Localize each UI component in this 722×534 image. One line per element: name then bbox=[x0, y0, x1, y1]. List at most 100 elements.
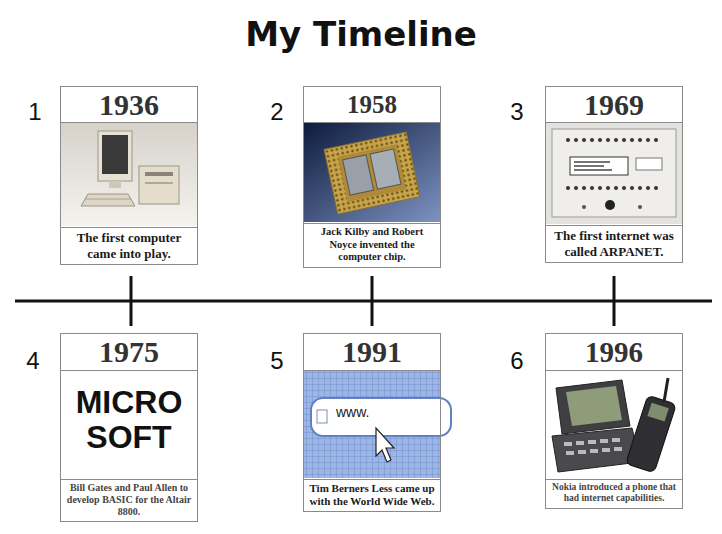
browser-picture bbox=[376, 428, 394, 462]
caption-text: Nokia introduced a phone that had intern… bbox=[546, 479, 682, 508]
imp-picture bbox=[574, 161, 610, 163]
caption-text: Bill Gates and Paul Allen to develop BAS… bbox=[61, 479, 197, 521]
chip-picture bbox=[303, 122, 441, 222]
imp-picture bbox=[654, 186, 658, 190]
imp-picture bbox=[582, 138, 586, 142]
timeline-axis bbox=[371, 276, 374, 326]
timeline-axis bbox=[130, 276, 133, 326]
computer-picture bbox=[145, 172, 173, 176]
caption-text: The first internet was called ARPANET. bbox=[546, 225, 682, 262]
imp-picture bbox=[574, 169, 612, 171]
phone-picture bbox=[602, 448, 610, 452]
chip-picture bbox=[303, 122, 441, 222]
year-label: 1969 bbox=[546, 87, 682, 123]
imp-picture bbox=[582, 186, 586, 190]
picture-slot bbox=[304, 123, 440, 223]
imp-picture bbox=[598, 186, 602, 190]
picture-slot: MICRO SOFT bbox=[61, 371, 197, 479]
phone-picture bbox=[552, 378, 676, 473]
imp-picture bbox=[636, 158, 662, 170]
phone-picture bbox=[664, 378, 668, 402]
timeline-card: 1958Jack Kilby and Robert Noyce invented… bbox=[303, 86, 441, 268]
chip-picture bbox=[370, 149, 401, 189]
picture-slot bbox=[546, 123, 682, 225]
imp-picture bbox=[590, 186, 594, 190]
computer-picture bbox=[86, 199, 131, 200]
phone-picture bbox=[600, 439, 608, 443]
browser-picture bbox=[317, 410, 327, 423]
imp-picture bbox=[638, 186, 642, 190]
imp-picture bbox=[590, 138, 594, 142]
phone-picture bbox=[564, 442, 572, 446]
diagram-title: My Timeline bbox=[0, 14, 722, 55]
address-text: www. bbox=[336, 404, 396, 421]
phone-picture bbox=[552, 428, 640, 472]
phone-picture bbox=[588, 440, 596, 444]
imp-picture bbox=[605, 200, 615, 210]
picture-slot: www. bbox=[304, 371, 440, 479]
imp-picture bbox=[622, 186, 626, 190]
browser-picture bbox=[311, 398, 451, 436]
imp-picture bbox=[545, 122, 683, 224]
year-label: 1996 bbox=[546, 334, 682, 371]
computer-picture bbox=[139, 166, 179, 204]
timeline-card: 1969The first internet was called ARPANE… bbox=[545, 86, 683, 263]
chip-picture bbox=[338, 144, 406, 201]
imp-picture bbox=[654, 138, 658, 142]
timeline-card: 1936The first computer came into play. bbox=[60, 86, 198, 265]
callout-number: 6 bbox=[510, 349, 523, 373]
imp-picture bbox=[606, 186, 610, 190]
imp-picture bbox=[552, 129, 676, 217]
imp-picture bbox=[630, 186, 634, 190]
caption-text: Jack Kilby and Robert Noyce invented the… bbox=[304, 223, 440, 267]
imp-picture bbox=[574, 165, 604, 167]
imp-picture bbox=[614, 186, 618, 190]
phone-picture bbox=[566, 451, 574, 455]
imp-picture bbox=[545, 122, 683, 224]
caption-text: The first computer came into play. bbox=[61, 227, 197, 264]
phone-picture bbox=[556, 380, 630, 434]
timeline-card: 1991 www. Tim Berners Less came up with th… bbox=[303, 333, 441, 512]
year-label: 1991 bbox=[304, 334, 440, 371]
phone-picture bbox=[590, 449, 598, 453]
callout-number: 4 bbox=[26, 349, 39, 373]
phone-picture bbox=[612, 438, 620, 442]
phone-picture bbox=[566, 386, 622, 426]
phone-picture bbox=[647, 403, 668, 422]
computer-picture bbox=[60, 122, 198, 226]
timeline-card: 1975MICRO SOFTBill Gates and Paul Allen … bbox=[60, 333, 198, 522]
computer-picture bbox=[98, 131, 132, 181]
picture-slot bbox=[61, 123, 197, 227]
phone-picture bbox=[578, 450, 586, 454]
computer-picture bbox=[109, 181, 121, 188]
year-label: 1975 bbox=[61, 334, 197, 371]
imp-picture bbox=[574, 138, 578, 142]
year-label: 1936 bbox=[61, 87, 197, 123]
imp-picture bbox=[614, 138, 618, 142]
phone-picture bbox=[576, 441, 584, 445]
timeline-card: 1996Nokia introduced a phone that had in… bbox=[545, 333, 683, 509]
imp-picture bbox=[598, 138, 602, 142]
imp-picture bbox=[638, 205, 642, 209]
imp-picture bbox=[582, 205, 586, 209]
caption-text: Tim Berners Less came up with the World … bbox=[304, 479, 440, 511]
picture-slot bbox=[546, 371, 682, 479]
timeline-axis bbox=[15, 300, 712, 303]
phone-picture bbox=[614, 447, 622, 451]
computer-picture bbox=[60, 122, 198, 226]
imp-picture bbox=[606, 138, 610, 142]
imp-picture bbox=[646, 186, 650, 190]
callout-number: 3 bbox=[510, 100, 523, 124]
phone-picture bbox=[564, 438, 622, 455]
imp-picture bbox=[646, 138, 650, 142]
imp-picture bbox=[574, 186, 578, 190]
imp-picture bbox=[630, 138, 634, 142]
chip-picture bbox=[343, 155, 374, 195]
computer-picture bbox=[102, 135, 128, 174]
imp-picture bbox=[566, 186, 570, 190]
year-label: 1958 bbox=[304, 87, 440, 123]
imp-picture bbox=[638, 138, 642, 142]
computer-picture bbox=[145, 182, 173, 184]
computer-picture bbox=[81, 194, 135, 206]
